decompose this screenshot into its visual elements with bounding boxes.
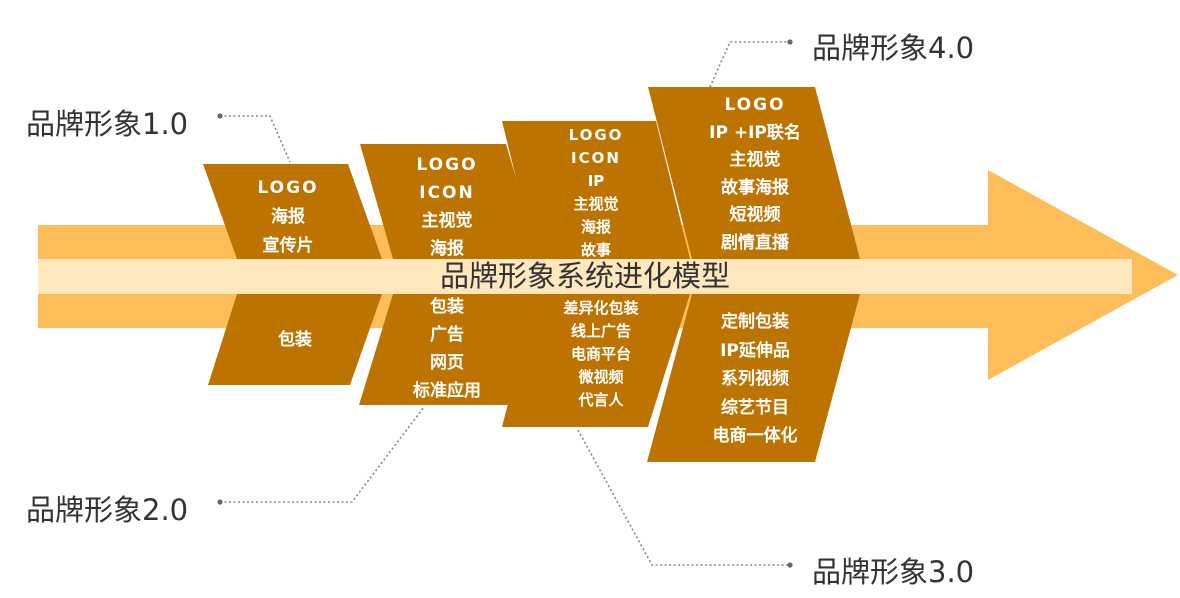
panel-1-bottom-list: 包装 — [240, 327, 350, 353]
panel-3-bottom — [502, 294, 690, 427]
list-item: 宣传片 — [262, 236, 314, 256]
list-item: 标准应用 — [413, 381, 481, 401]
panel-4-top — [648, 87, 860, 259]
callout-brand-image-3: 品牌形象3.0 — [812, 555, 975, 589]
list-item: 海报 — [271, 207, 305, 227]
list-item: 包装 — [430, 297, 464, 317]
panel-4-bottom-list: 定制包装 IP延伸品 系列视频 综艺节目 电商一体化 — [685, 308, 825, 451]
leader-dot-2 — [217, 499, 223, 505]
callout-brand-image-2: 品牌形象2.0 — [26, 493, 189, 527]
panel-2-top-list: LOGO ICON 主视觉 海报 — [392, 151, 502, 263]
callout-brand-image-1: 品牌形象1.0 — [26, 107, 189, 141]
list-item: LOGO — [257, 178, 319, 198]
panel-3-top-list: LOGO ICON IP 主视觉 海报 故事 — [541, 124, 651, 262]
list-item: 包装 — [278, 330, 312, 350]
panel-2-bottom-list: 包装 广告 网页 标准应用 — [392, 293, 502, 405]
panel-4-top-list: LOGO IP +IP联名 主视觉 故事海报 短视频 剧情直播 — [680, 92, 830, 258]
list-item: 主视觉 — [729, 150, 781, 171]
list-item: 定制包装 — [721, 312, 789, 332]
panel-1-bottom — [208, 294, 382, 385]
list-item: 主视觉 — [421, 211, 473, 231]
leader-dot-1 — [217, 113, 223, 119]
list-item: IP — [587, 172, 605, 190]
panel-2-bottom — [359, 294, 540, 405]
list-item: 海报 — [430, 239, 464, 259]
leader-line-2 — [220, 406, 425, 503]
list-item: 系列视频 — [721, 369, 789, 389]
list-item: 线上广告 — [570, 322, 631, 340]
list-item: 网页 — [430, 353, 464, 373]
list-item: 故事 — [580, 241, 611, 259]
panel-1-top — [203, 164, 382, 259]
panel-4-bottom — [647, 294, 860, 462]
title-band — [38, 259, 1132, 294]
panel-2-top — [360, 144, 540, 259]
list-item: 代言人 — [578, 391, 624, 409]
leader-line-3 — [577, 429, 790, 566]
list-item: ICON — [571, 149, 621, 167]
list-item: 剧情直播 — [721, 232, 789, 253]
list-item: LOGO — [724, 95, 786, 115]
panel-3-top — [502, 121, 690, 259]
list-item: 综艺节目 — [721, 397, 789, 418]
leader-line-4 — [709, 41, 790, 88]
list-item: ICON — [419, 183, 475, 203]
list-item: 电商一体化 — [712, 426, 798, 446]
panel-1-top-list: LOGO 海报 宣传片 — [233, 174, 343, 261]
list-item: IP延伸品 — [720, 340, 790, 361]
list-item: 广告 — [430, 325, 464, 345]
list-item: LOGO — [416, 155, 478, 175]
leader-dot-3 — [787, 562, 793, 568]
leader-dot-4 — [787, 39, 793, 45]
list-item: 海报 — [580, 218, 611, 236]
list-item: 差异化包装 — [563, 299, 639, 317]
list-item: 主视觉 — [573, 195, 619, 213]
callout-brand-image-4: 品牌形象4.0 — [812, 31, 975, 65]
list-item: IP +IP联名 — [709, 122, 801, 143]
list-item: 故事海报 — [721, 177, 789, 198]
diagram-title: 品牌形象系统进化模型 — [439, 259, 730, 293]
list-item: LOGO — [568, 126, 624, 144]
panel-3-bottom-list: 差异化包装 线上广告 电商平台 微视频 代言人 — [546, 297, 656, 412]
list-item: 微视频 — [578, 368, 624, 386]
list-item: 短视频 — [729, 205, 781, 226]
leader-line-1 — [220, 115, 291, 163]
list-item: 电商平台 — [570, 345, 631, 363]
